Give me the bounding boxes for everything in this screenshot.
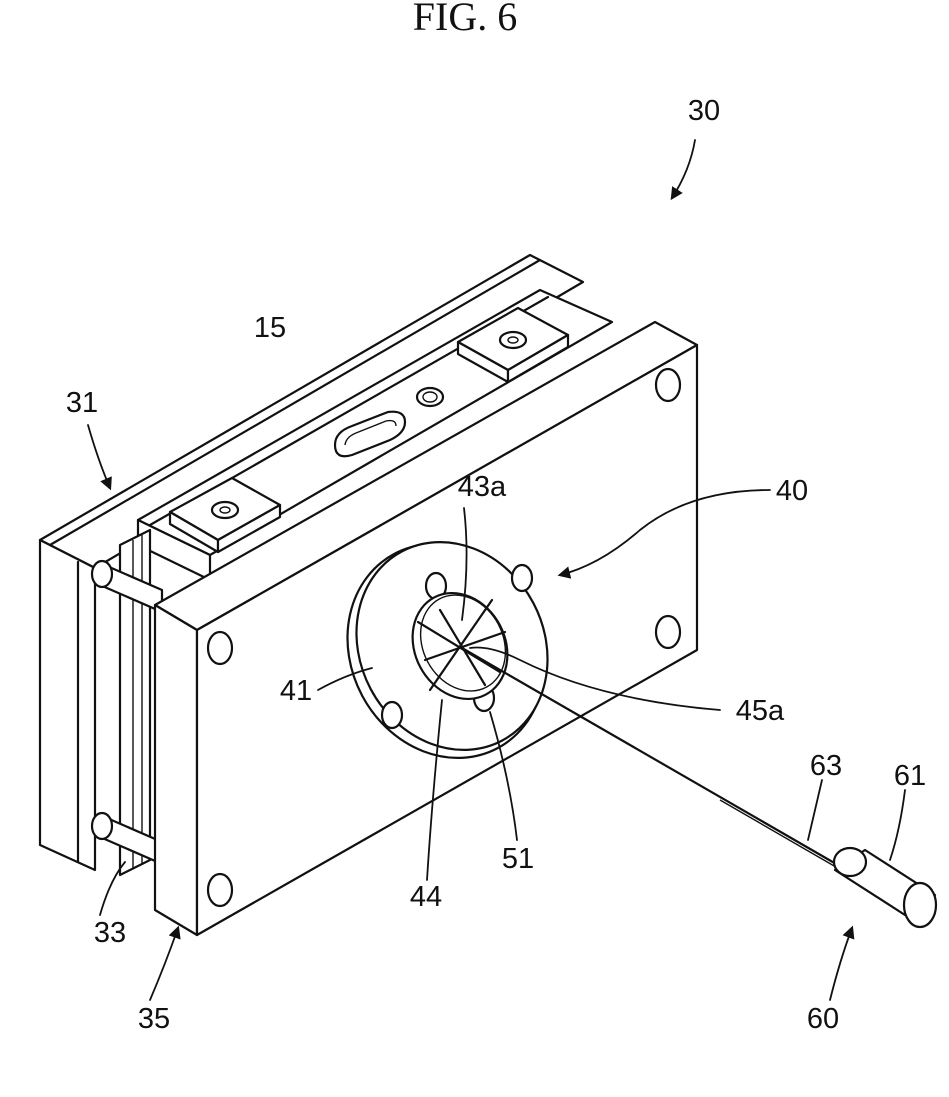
label-31: 31 [66, 387, 98, 419]
label-41: 41 [280, 675, 312, 707]
label-44: 44 [410, 881, 442, 913]
label-45a: 45a [736, 695, 785, 727]
needle [462, 648, 850, 874]
tool-body [834, 848, 936, 927]
label-30: 30 [688, 95, 720, 127]
figure-title: FIG. 6 [413, 0, 517, 39]
label-40: 40 [776, 475, 808, 507]
label-35: 35 [138, 1003, 170, 1035]
label-51: 51 [502, 843, 534, 875]
device-drawing [40, 255, 936, 935]
label-63: 63 [810, 750, 842, 782]
label-15: 15 [254, 312, 286, 344]
fill-hole [417, 388, 443, 406]
label-61: 61 [894, 760, 926, 792]
label-33: 33 [94, 917, 126, 949]
label-43a: 43a [458, 471, 507, 503]
label-60: 60 [807, 1003, 839, 1035]
